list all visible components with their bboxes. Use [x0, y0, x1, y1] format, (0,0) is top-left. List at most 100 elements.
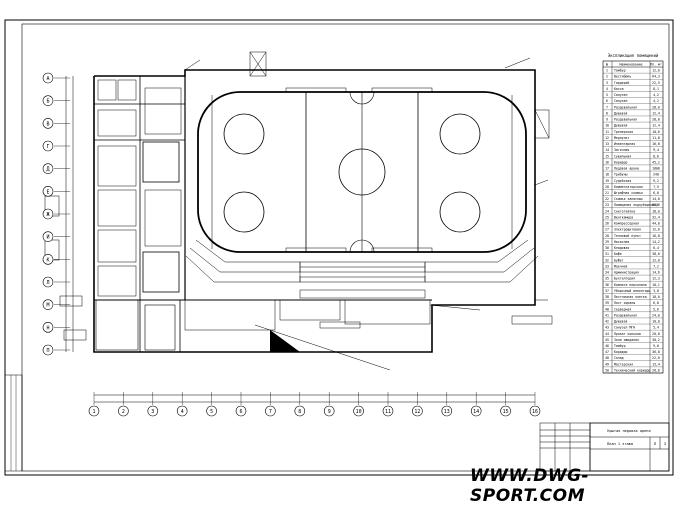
grid-axis-marker: 11	[382, 392, 394, 417]
legend-row-number: 5	[606, 93, 608, 97]
legend-row-number: 20	[605, 185, 609, 189]
legend-row-area: 18,0	[652, 295, 660, 299]
legend-row: 38 Лестничная клетка 18,0	[603, 295, 663, 300]
service-rooms	[97, 79, 431, 331]
legend-row-area: 38,0	[652, 252, 660, 256]
legend-row-number: 8	[606, 111, 608, 115]
legend-row-area: 14,0	[652, 197, 660, 201]
legend-row-name: Коридор	[614, 350, 628, 354]
legend-row-number: 45	[605, 338, 609, 342]
legend-row-area: 8,1	[653, 87, 659, 91]
legend-row-area: 36,8	[652, 350, 660, 354]
legend-row-area: 4,2	[653, 93, 659, 97]
grid-axis-marker: 3	[147, 392, 159, 417]
legend-row-area: 64,3	[652, 75, 660, 79]
grid-axis-marker: Г	[42, 140, 70, 152]
legend-row-name: Электрощитовая	[614, 228, 641, 232]
grid-axis-label: 1	[92, 409, 95, 415]
faceoff-circle	[439, 113, 481, 155]
legend-row-area: 44,0	[652, 222, 660, 226]
legend-row-name: Инвентарная	[614, 142, 635, 146]
legend-row-number: 4	[606, 87, 608, 91]
legend-row-name: Сушильная	[614, 154, 631, 158]
legend-row-number: 19	[605, 179, 609, 183]
grid-axis-marker: 1	[88, 392, 100, 417]
grid-axis-marker: 5	[206, 392, 217, 417]
legend-row-name: Трибуны	[614, 172, 628, 177]
legend-row-area: 7,5	[653, 185, 659, 189]
legend-row-name: Тамбур	[614, 68, 626, 73]
legend-row-name: Помещение льдоуборочной	[614, 202, 658, 207]
legend-row-area: 10,1	[652, 283, 660, 287]
legend-row-area: 30,2	[652, 338, 660, 342]
grid-axis-label: И	[46, 235, 49, 241]
grid-axis-label: Н	[46, 325, 49, 331]
grid-axis-label: В	[46, 121, 49, 127]
legend-row-number: 41	[605, 313, 609, 317]
grid-axis-marker: 13	[441, 392, 453, 417]
legend-row-name: Лестничная клетка	[614, 295, 647, 299]
legend-row-area: 9,4	[653, 148, 659, 152]
watermark: WWW.DWG-SPORT.COM	[470, 466, 590, 506]
grid-axis-marker: 14	[470, 392, 482, 417]
grid-axis-label: 14	[473, 409, 479, 415]
center-circle	[338, 148, 386, 196]
legend-row-number: 10	[605, 124, 609, 128]
legend-row-name: Санузел МГН	[614, 326, 635, 330]
grid-axis-marker: В	[42, 118, 70, 129]
legend-row-number: 47	[605, 350, 609, 354]
legend-row-area: 5,4	[653, 326, 659, 330]
grid-axis-marker: Н	[42, 322, 70, 333]
grid-axis-marker: 16	[529, 392, 541, 417]
legend-row-area: 6,4	[653, 246, 659, 250]
sheet-number: 3	[664, 442, 666, 446]
legend-row-number: 21	[605, 191, 609, 195]
legend-row-name: Насосная	[614, 240, 629, 244]
legend-row-area: 9,2	[653, 179, 659, 183]
legend-row-name: Мастерская	[614, 362, 633, 366]
grid-axis-label: 9	[328, 409, 331, 415]
legend-row-area: 28,0	[652, 118, 660, 122]
legend-row-area: 10,0	[652, 320, 660, 324]
grid-axis-marker: Е	[42, 186, 70, 197]
grid-axis-marker: А	[42, 72, 70, 84]
legend-row-area: 12,0	[652, 69, 660, 73]
legend-row-area: 18,0	[652, 209, 660, 213]
legend-row-name: Комментаторская	[614, 185, 643, 189]
legend-row-number: 38	[605, 295, 609, 299]
legend-row-name: Компрессорная	[614, 222, 639, 226]
sheet-name: План 1 этажа	[607, 442, 633, 446]
legend-row-number: 43	[605, 326, 609, 330]
legend-row-area: 12,3	[652, 277, 660, 281]
legend-row-number: 48	[605, 356, 609, 360]
legend-row-area: 1800	[652, 167, 660, 171]
grid-axis-label: 4	[181, 409, 184, 415]
legend-row-number: 34	[605, 271, 609, 275]
legend-row-name: Моечная	[614, 264, 628, 268]
grid-axis-marker: Ж	[42, 208, 70, 220]
legend-row-name: Раздевальная	[614, 313, 637, 317]
legend-row: 43 Санузел МГН 5,4	[603, 326, 663, 331]
legend-row-area: 7,2	[653, 264, 659, 268]
legend-row-name: Кладовая	[614, 246, 629, 250]
legend-row-number: 18	[605, 173, 609, 177]
legend-row-name: Администрация	[614, 271, 639, 275]
